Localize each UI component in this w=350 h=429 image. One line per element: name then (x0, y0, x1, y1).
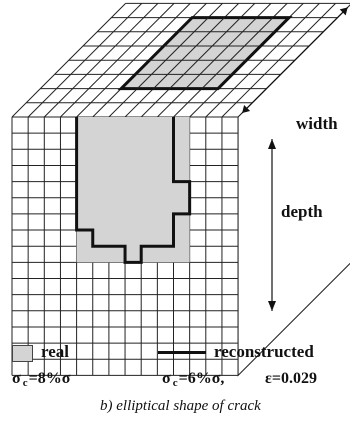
top-crack-gridline (185, 17, 258, 89)
legend-reconstructed-label: reconstructed (214, 342, 314, 361)
real-crack-front (76, 117, 190, 263)
figure-caption: b) elliptical shape of crack (100, 398, 261, 414)
top-crack-gridline (153, 17, 225, 89)
width-arrowhead (339, 7, 348, 16)
legend-real-swatch (12, 345, 33, 362)
side-face (237, 4, 350, 377)
legend-real-label: real (41, 342, 70, 361)
dimension-arrows (241, 6, 349, 311)
legend-reconstructed-swatch (158, 351, 206, 354)
epsilon-param: ε=0.029 (265, 370, 317, 387)
side-face-grid (237, 4, 350, 377)
depth-label: depth (281, 202, 323, 221)
width-arrow-line (241, 6, 349, 114)
width-arrowhead (242, 105, 251, 113)
depth-arrowhead (268, 301, 276, 311)
reconstructed-outline-front (75, 117, 192, 264)
depth-arrowhead (268, 139, 276, 149)
width-label: width (296, 114, 338, 133)
crack-regions (75, 16, 293, 264)
top-crack-gridline (136, 17, 209, 89)
top-crack-gridline (169, 17, 241, 89)
top-crack-gridline (201, 17, 274, 89)
